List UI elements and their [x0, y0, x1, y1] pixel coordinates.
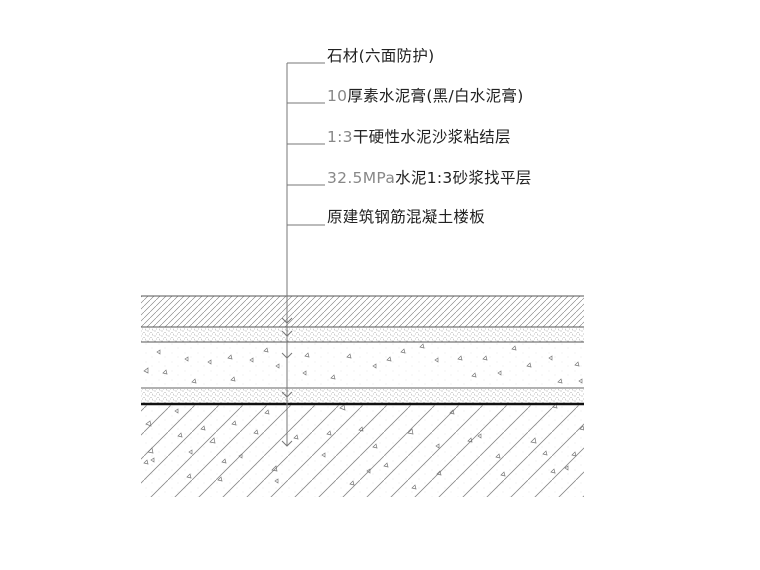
layer-rc-slab: [141, 405, 584, 497]
label-text: 水泥1:3砂浆找平层: [395, 169, 532, 187]
layer-dry-mortar: [141, 343, 584, 389]
label-slab: 原建筑钢筋混凝土楼板: [327, 208, 485, 226]
label-stone: 石材(六面防护): [327, 47, 435, 65]
label-cement-paste: 10厚素水泥膏(黑/白水泥膏): [327, 87, 524, 105]
label-text: 厚素水泥膏(黑/白水泥膏): [347, 87, 524, 105]
label-prefix: 1:3: [327, 128, 353, 146]
label-prefix: 10: [327, 87, 348, 105]
layer-cement-paste: [141, 328, 584, 343]
label-text: 原建筑钢筋混凝土楼板: [327, 208, 486, 226]
layer-screed: [141, 389, 584, 406]
leader-lines: [281, 62, 325, 447]
label-screed: 32.5MPa水泥1:3砂浆找平层: [327, 169, 532, 187]
label-prefix: 32.5MPa: [327, 169, 396, 187]
label-text: 干硬性水泥沙浆粘结层: [352, 128, 511, 146]
label-dry-mortar: 1:3干硬性水泥沙浆粘结层: [327, 128, 511, 146]
layer-stone: [141, 295, 584, 328]
label-text: 石材(六面防护): [327, 47, 435, 65]
